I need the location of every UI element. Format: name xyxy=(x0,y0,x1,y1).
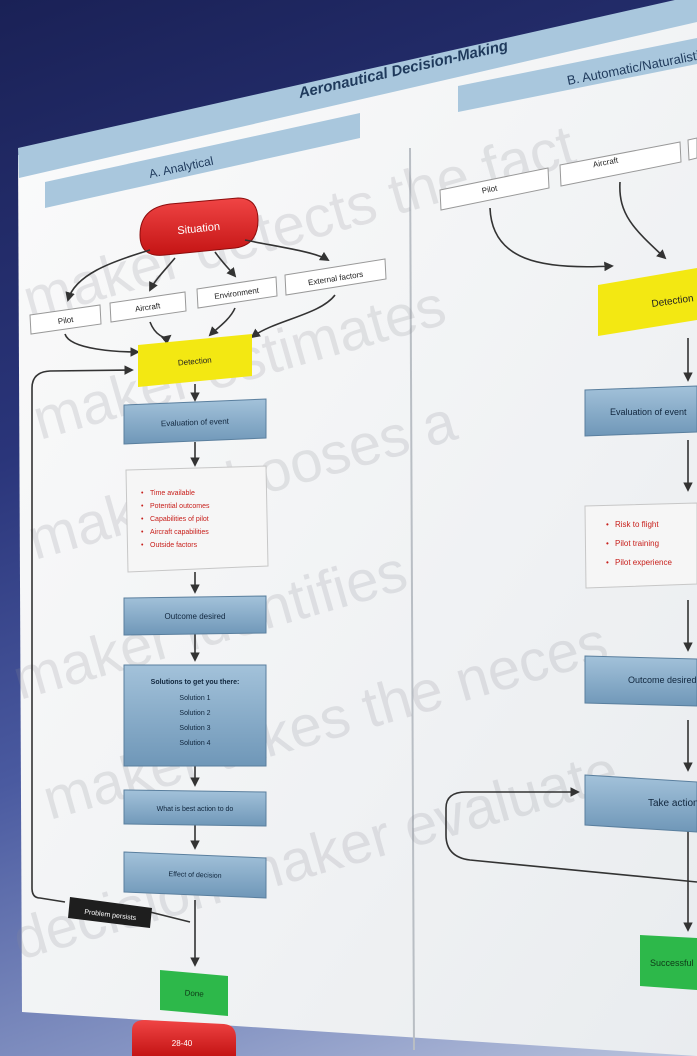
problem-persists-node: Problem persists xyxy=(68,897,152,928)
outcome-label-b: Outcome desired xyxy=(628,675,697,685)
situation-label: Situation xyxy=(177,221,221,237)
estimation-node: Evaluation of event xyxy=(123,398,267,445)
svg-text:•: • xyxy=(606,539,609,548)
factor-to-detection-arrows xyxy=(64,294,336,357)
input-label-pilot: Pilot xyxy=(481,183,499,195)
factor-boxes: Pilot Aircraft Environment External fact… xyxy=(29,258,387,335)
factor-box-external xyxy=(284,258,387,296)
svg-text:•: • xyxy=(141,542,144,549)
consideration-a-4: Aircraft capabilities xyxy=(150,529,209,536)
situation-node: Situation xyxy=(139,197,259,256)
done-node: Done xyxy=(160,970,228,1016)
best-action-node: What is best action to do xyxy=(123,789,267,827)
factor-box-pilot xyxy=(29,304,102,335)
solutions-node: Solutions to get you there: Solution 1 S… xyxy=(123,664,267,767)
solution-3: Solution 3 xyxy=(179,725,210,732)
factor-box-aircraft xyxy=(109,291,187,323)
outcome-label-a: Outcome desired xyxy=(165,612,226,621)
estimation-label: Evaluation of event xyxy=(161,417,230,428)
svg-text:•: • xyxy=(606,520,609,529)
solution-2: Solution 2 xyxy=(179,710,210,717)
detection-node: Detection xyxy=(138,334,252,387)
feedback-loop-a xyxy=(31,365,191,923)
situation-arrows xyxy=(65,239,330,302)
action-label-b: Take action xyxy=(648,798,697,809)
bottom-badge-label: 28-40 xyxy=(172,1039,193,1048)
panel-a-header-band xyxy=(45,113,360,208)
input-box-aircraft xyxy=(559,141,682,187)
feedback-loop-b xyxy=(445,787,697,883)
evaluation-label-b: Evaluation of event xyxy=(610,407,687,417)
svg-text:•: • xyxy=(141,503,144,510)
consideration-a-3: Capabilities of pilot xyxy=(150,516,209,523)
action-node-b: Take action xyxy=(584,774,697,833)
effect-node: Effect of decision xyxy=(123,851,267,899)
panel-b-header-band xyxy=(458,38,697,112)
input-box-pilot xyxy=(439,167,550,211)
detection-node-b: Detection xyxy=(598,268,697,336)
consideration-a-5: Outside factors xyxy=(150,542,198,549)
success-node-b: Successful xyxy=(640,935,697,990)
consideration-a-2: Potential outcomes xyxy=(150,503,210,510)
effect-label: Effect of decision xyxy=(168,871,221,880)
considerations-box-a: Time available Potential outcomes Capabi… xyxy=(125,465,269,573)
consideration-b-2: Pilot training xyxy=(615,539,659,548)
considerations-box-b: • • • Risk to flight Pilot training Pilot … xyxy=(584,502,697,589)
svg-text:•: • xyxy=(141,490,144,497)
input-boxes-b: Pilot Aircraft xyxy=(439,137,697,211)
consideration-a-1: Time available xyxy=(150,490,195,497)
best-action-label: What is best action to do xyxy=(157,806,234,813)
input-arrows-b xyxy=(489,181,667,272)
solution-4: Solution 4 xyxy=(179,740,210,747)
bottom-badge: 28-40 xyxy=(132,1020,236,1056)
evaluation-node-b: Evaluation of event xyxy=(584,385,697,437)
svg-text:•: • xyxy=(141,516,144,523)
done-label: Done xyxy=(184,988,204,998)
factor-box-environment xyxy=(196,276,278,309)
success-label-b: Successful xyxy=(650,958,694,968)
outcome-node-a: Outcome desired xyxy=(123,595,267,636)
detection-label: Detection xyxy=(178,356,212,368)
solution-1: Solution 1 xyxy=(179,695,210,702)
input-box-edge xyxy=(687,137,697,161)
title-band xyxy=(18,0,697,178)
svg-text:•: • xyxy=(606,558,609,567)
factor-label-aircraft: Aircraft xyxy=(134,301,161,314)
factor-label-pilot: Pilot xyxy=(57,315,74,326)
consideration-b-3: Pilot experience xyxy=(615,558,672,567)
consideration-b-1: Risk to flight xyxy=(615,520,659,529)
outcome-node-b: Outcome desired xyxy=(584,655,697,707)
solutions-title: Solutions to get you there: xyxy=(151,679,240,686)
panel-divider xyxy=(409,147,415,1051)
svg-text:•: • xyxy=(141,529,144,536)
